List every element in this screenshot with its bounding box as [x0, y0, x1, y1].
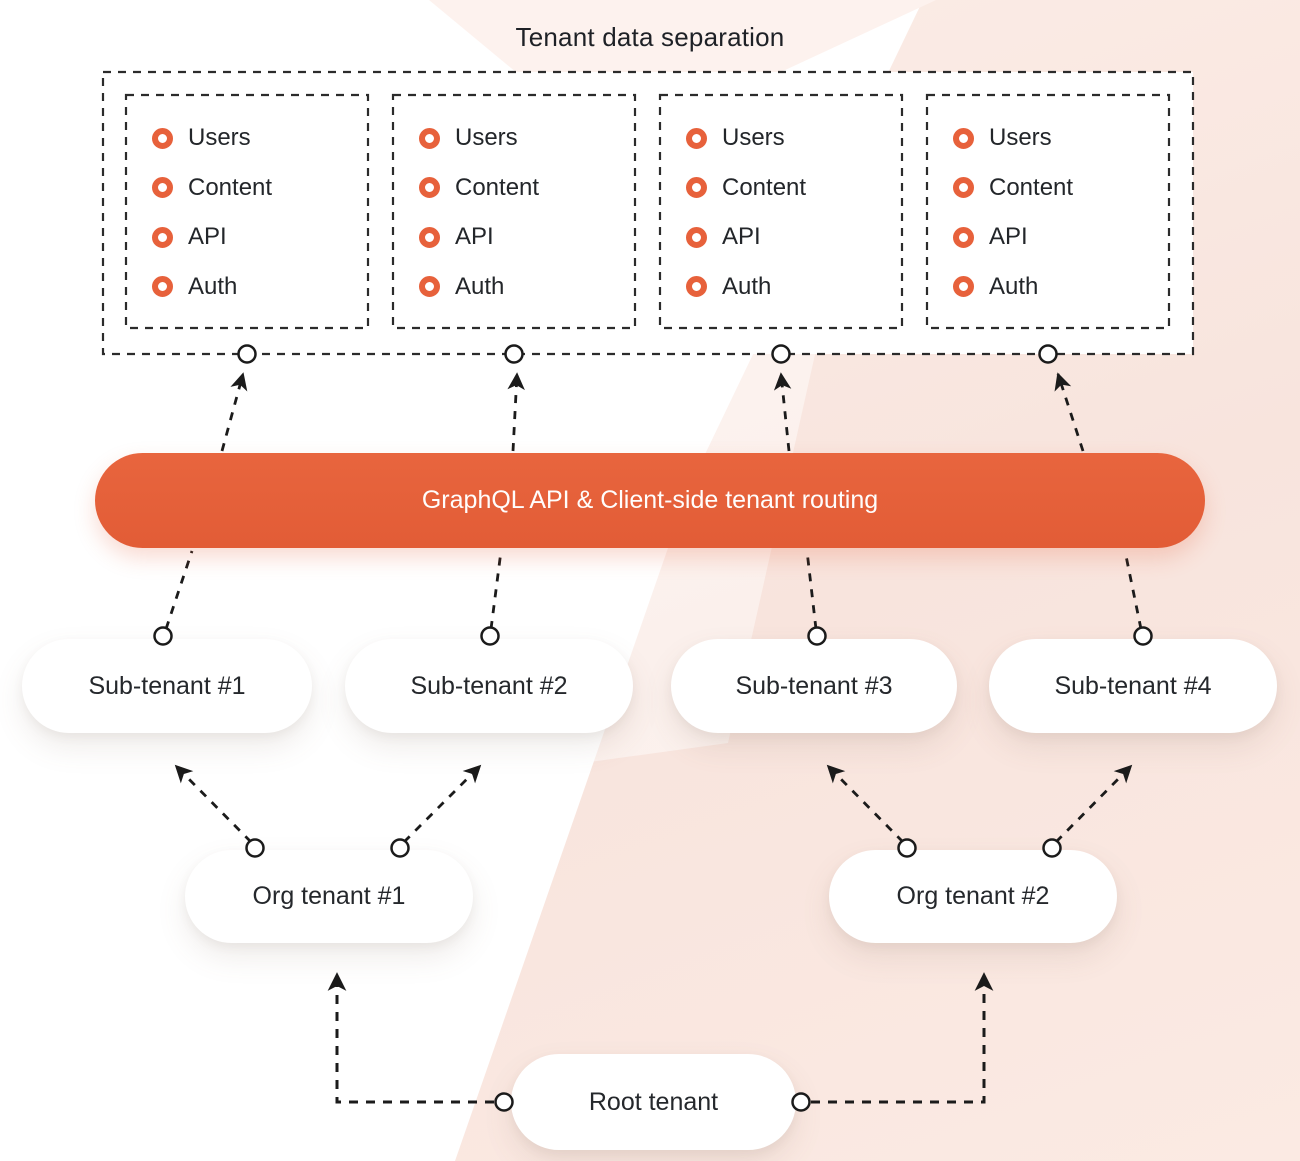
circle-dot-icon — [953, 127, 974, 149]
circle-node-icon — [1038, 344, 1058, 364]
circle-node-icon — [771, 344, 791, 364]
data-item: Users — [393, 125, 635, 151]
data-item: API — [660, 224, 902, 250]
diagram-title: Tenant data separation — [515, 22, 785, 52]
dashed-line — [164, 550, 194, 630]
circle-dot-icon — [152, 127, 173, 149]
data-item-label: Users — [722, 124, 785, 151]
circle-dot-icon — [686, 177, 707, 199]
dashed-line — [489, 550, 503, 630]
circle-dot-icon — [419, 127, 440, 149]
dashed-arrow-icon — [174, 764, 252, 843]
circle-node-icon — [504, 344, 524, 364]
sub-tenant-label: Sub-tenant #1 — [88, 671, 246, 700]
data-item: Content — [126, 175, 368, 201]
tenant-data-box-1: Users Content API Auth — [126, 95, 368, 328]
data-item-label: Users — [188, 124, 251, 151]
data-item: Auth — [393, 274, 635, 300]
sub-tenant-2-node: Sub-tenant #2 — [345, 639, 633, 733]
data-item: Users — [126, 125, 368, 151]
circle-dot-icon — [686, 276, 707, 298]
circle-dot-icon — [152, 226, 173, 248]
sub-tenant-4-node: Sub-tenant #4 — [989, 639, 1277, 733]
circle-node-icon — [237, 344, 257, 364]
data-item: API — [126, 224, 368, 250]
data-item-label: Content — [455, 173, 540, 201]
data-item: Users — [660, 125, 902, 151]
dashed-arrow-icon — [773, 372, 792, 452]
circle-dot-icon — [686, 226, 707, 248]
dashed-arrow-icon — [1055, 764, 1133, 843]
data-item-label: API — [455, 223, 494, 251]
data-item: Content — [927, 175, 1169, 201]
root-tenant-label: Root tenant — [588, 1087, 719, 1116]
dashed-arrow-icon — [403, 764, 482, 843]
dashed-arrow-icon — [826, 764, 904, 843]
data-item: Content — [660, 175, 902, 201]
sub-tenant-label: Sub-tenant #2 — [410, 671, 568, 700]
root-tenant-node: Root tenant — [511, 1054, 796, 1150]
org-tenant-label: Org tenant #2 — [896, 882, 1050, 910]
data-item: Auth — [126, 274, 368, 300]
circle-dot-icon — [953, 177, 974, 199]
circle-dot-icon — [686, 127, 707, 149]
data-item: API — [927, 224, 1169, 250]
org-tenant-2-node: Org tenant #2 — [829, 850, 1117, 943]
sub-tenant-label: Sub-tenant #4 — [1054, 671, 1212, 700]
tenant-data-box-3: Users Content API Auth — [660, 95, 902, 328]
graphql-api-bar-label: GraphQL API & Client-side tenant routing — [421, 486, 879, 514]
sub-tenant-1-node: Sub-tenant #1 — [22, 639, 312, 733]
data-item-label: Content — [188, 173, 273, 201]
circle-node-icon — [494, 1092, 514, 1112]
graphql-api-bar: GraphQL API & Client-side tenant routing — [95, 453, 1205, 548]
sub-tenant-label: Sub-tenant #3 — [735, 671, 893, 700]
dashed-arrow-icon — [811, 972, 994, 1104]
data-item-label: Auth — [455, 272, 505, 300]
data-item-label: Users — [455, 124, 518, 151]
org-tenant-label: Org tenant #1 — [252, 882, 406, 910]
circle-dot-icon — [953, 276, 974, 298]
dashed-line — [1123, 550, 1143, 630]
circle-dot-icon — [152, 276, 173, 298]
api-to-data-arrows — [220, 372, 1085, 452]
tenant-data-box-2: Users Content API Auth — [393, 95, 635, 328]
circle-dot-icon — [419, 177, 440, 199]
dashed-arrow-icon — [220, 372, 248, 452]
data-item-label: Users — [989, 124, 1052, 151]
data-item-label: API — [722, 223, 761, 251]
data-item-label: Content — [722, 173, 807, 201]
subtenant-to-api-lines — [164, 550, 1143, 630]
circle-dot-icon — [953, 226, 974, 248]
data-item: Content — [393, 175, 635, 201]
data-item: API — [393, 224, 635, 250]
data-item-label: Auth — [188, 272, 238, 300]
data-item: Auth — [927, 274, 1169, 300]
dashed-arrow-icon — [1054, 372, 1085, 452]
data-item: Users — [927, 125, 1169, 151]
org-to-subtenant-arrows — [174, 764, 1133, 843]
org-tenant-1-node: Org tenant #1 — [185, 850, 473, 943]
data-item-label: Auth — [989, 272, 1039, 300]
sub-tenant-3-node: Sub-tenant #3 — [671, 639, 957, 733]
dashed-arrow-icon — [327, 972, 494, 1104]
data-item-label: Content — [989, 173, 1074, 201]
data-item: Auth — [660, 274, 902, 300]
circle-dot-icon — [419, 226, 440, 248]
data-item-label: Auth — [722, 272, 772, 300]
dashed-arrow-icon — [507, 372, 525, 452]
circle-dot-icon — [152, 177, 173, 199]
dashed-line — [805, 550, 818, 630]
tenant-data-box-4: Users Content API Auth — [927, 95, 1169, 328]
data-item-label: API — [188, 223, 227, 251]
circle-dot-icon — [419, 276, 440, 298]
data-item-label: API — [989, 223, 1028, 251]
